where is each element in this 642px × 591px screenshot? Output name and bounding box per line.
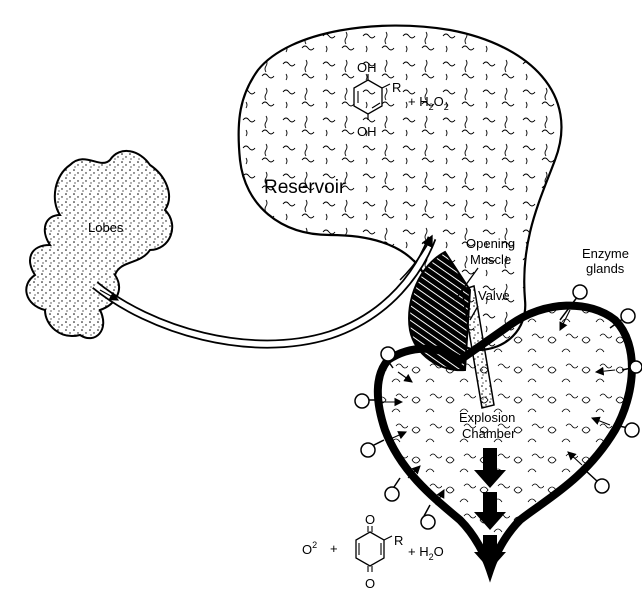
opening-muscle-label-2: Muscle [470, 252, 511, 267]
quinone-bottom-o: O [365, 576, 375, 591]
reactant-r-group: R [392, 80, 401, 95]
opening-muscle-label-1: Opening [466, 236, 515, 251]
explosion-chamber-label-2: Chamber [462, 426, 516, 441]
lobes-gland [26, 151, 172, 338]
reservoir-label: Reservoir [264, 177, 346, 198]
enzyme-gland-8 [361, 440, 384, 457]
enzyme-gland-5 [585, 470, 609, 493]
water-product: + H2O [408, 544, 444, 562]
quinone-top-o: O [365, 512, 375, 527]
enzyme-glands-label-2: glands [586, 261, 625, 276]
enzyme-gland-10 [421, 505, 435, 529]
quinone-structure [356, 526, 392, 572]
hydroquinone-bottom-oh: OH [357, 124, 377, 139]
lobes-label: Lobes [88, 220, 124, 235]
explosion-chamber-label-1: Explosion [459, 410, 515, 425]
enzyme-glands-label-1: Enzyme [582, 246, 629, 261]
hydroquinone-top-oh: OH [357, 60, 377, 75]
enzyme-gland-9 [385, 478, 400, 501]
oxygen-product: O2 [302, 540, 317, 557]
product-r-group: R [394, 533, 403, 548]
valve-label: Valve [478, 288, 510, 303]
plus-sign-1: + [330, 541, 338, 556]
